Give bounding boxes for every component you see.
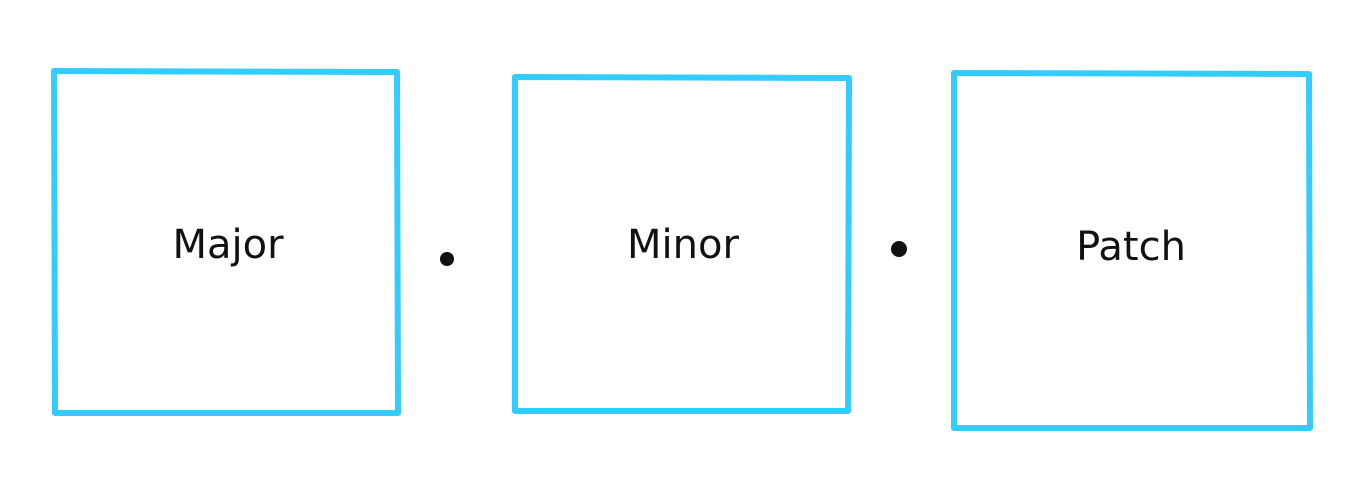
patch-label: Patch (1076, 224, 1186, 270)
patch-box: Patch (951, 70, 1313, 431)
minor-box-outline (512, 74, 852, 414)
separator-dot-1 (440, 252, 454, 266)
major-box: Major (51, 68, 401, 416)
major-label: Major (172, 222, 284, 268)
minor-box: Minor (512, 74, 852, 414)
patch-box-outline (951, 70, 1313, 431)
major-box-outline (51, 68, 401, 416)
separator-dot-2 (891, 241, 907, 257)
minor-label: Minor (627, 222, 739, 268)
